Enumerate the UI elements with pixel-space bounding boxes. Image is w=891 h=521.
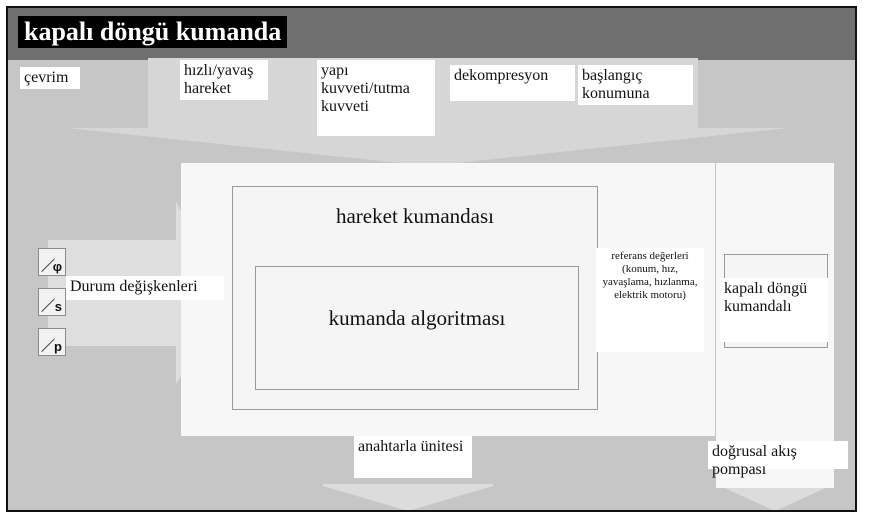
- algorithm-box: [255, 266, 579, 390]
- bottom-arrow: [323, 484, 493, 510]
- label-reference-values: referans değerleri (konum, hız, yavaşlam…: [596, 248, 704, 352]
- label-switching-unit: anahtarla ünitesi: [354, 436, 472, 478]
- label-state-variables: Durum değişkenleri: [66, 276, 224, 300]
- label-cycle: çevrim: [20, 67, 80, 89]
- phi-icon: φ: [38, 248, 66, 276]
- label-closed-loop: kapalı döngü kumandalı: [720, 278, 828, 342]
- bottom-right-arrow: [720, 484, 830, 510]
- algorithm-label: kumanda algoritması: [328, 306, 506, 330]
- p-icon: p: [38, 328, 66, 356]
- s-icon: s: [38, 288, 66, 316]
- page-title: kapalı döngü kumanda: [18, 16, 288, 48]
- label-decompression: dekompresyon: [450, 65, 575, 101]
- motion-control-label: hareket kumandası: [335, 204, 495, 228]
- diagram-frame: kapalı döngü kumanda hareket kumandası k…: [6, 6, 857, 512]
- label-structure-force: yapı kuvveti/tutma kuvveti: [317, 60, 435, 136]
- label-linear-pump: doğrusal akış pompası: [708, 441, 848, 478]
- label-start-position: başlangıç konumuna: [578, 65, 693, 105]
- label-fast-slow: hızlı/yavaş hareket: [180, 60, 268, 100]
